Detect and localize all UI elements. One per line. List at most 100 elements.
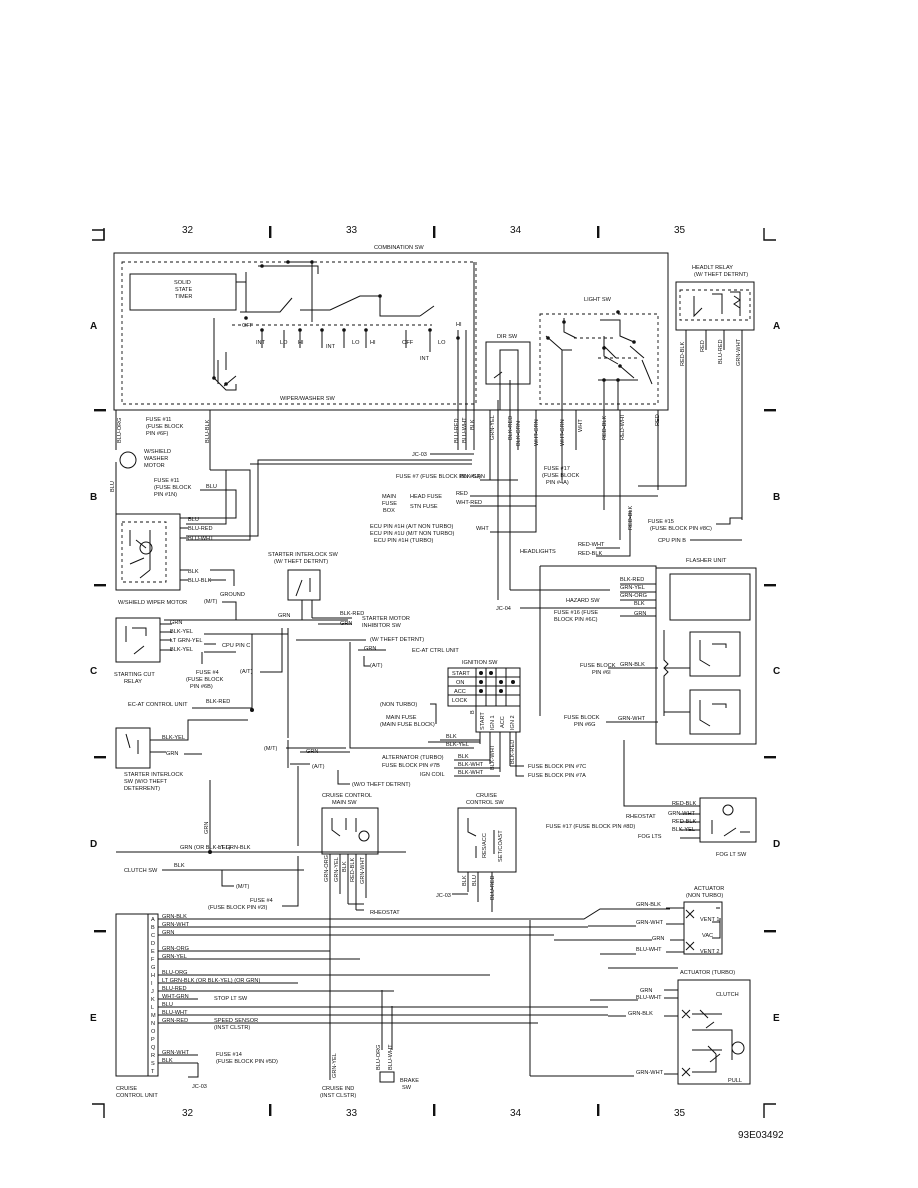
svg-text:BLU-WHT: BLU-WHT (636, 995, 662, 1001)
svg-text:BLU-ORG: BLU-ORG (376, 1045, 382, 1071)
svg-text:L: L (151, 1005, 154, 1011)
svg-text:BLK-RED: BLK-RED (206, 699, 230, 705)
svg-text:BLU: BLU (162, 1002, 173, 1008)
svg-text:(FUSE BLOCK: (FUSE BLOCK (186, 677, 224, 683)
svg-text:FOG LT SW: FOG LT SW (716, 852, 747, 858)
svg-text:BLK: BLK (174, 863, 185, 869)
col-label-top: 32 (182, 225, 194, 236)
svg-text:FUSE #11: FUSE #11 (154, 478, 179, 484)
svg-text:GRN-BLK: GRN-BLK (620, 662, 645, 668)
svg-text:GRN (OR BLK-YEL): GRN (OR BLK-YEL) (180, 845, 231, 851)
svg-text:S: S (151, 1061, 155, 1067)
cruise-control-unit: CRUISE CONTROL UNIT A B C D E F G H I J … (115, 908, 670, 1099)
svg-text:RED-WHT: RED-WHT (578, 542, 605, 548)
svg-text:BLK: BLK (162, 1058, 173, 1064)
svg-text:CONTROL UNIT: CONTROL UNIT (116, 1093, 158, 1099)
svg-text:ECU PIN #1U (M/T NON TURBO): ECU PIN #1U (M/T NON TURBO) (370, 531, 454, 537)
svg-text:BLU-WHT: BLU-WHT (188, 536, 214, 542)
svg-text:H: H (151, 973, 155, 979)
svg-text:BLU-BLK: BLU-BLK (205, 419, 211, 443)
svg-text:MOTOR: MOTOR (144, 463, 165, 469)
svg-text:BLU-ORG: BLU-ORG (117, 418, 123, 444)
col-label-bottom: 32 (182, 1108, 194, 1119)
svg-text:(FUSE BLOCK: (FUSE BLOCK (146, 424, 184, 430)
svg-text:I: I (151, 981, 153, 987)
svg-text:BLU-WHT: BLU-WHT (636, 947, 662, 953)
svg-text:WHT: WHT (578, 419, 584, 432)
solid-state-timer (129, 273, 237, 311)
svg-text:OFF: OFF (242, 323, 254, 329)
svg-text:LT GRN-BLK: LT GRN-BLK (218, 845, 251, 851)
svg-text:GRN-WHT: GRN-WHT (360, 856, 366, 884)
svg-text:JC-04: JC-04 (496, 606, 511, 612)
svg-text:FUSE BLOCK PIN #7A: FUSE BLOCK PIN #7A (528, 773, 586, 779)
row-tick (764, 584, 776, 587)
row-label-left: A (90, 321, 97, 332)
svg-text:GRN-WHT: GRN-WHT (736, 338, 742, 366)
svg-text:CRUISE CONTROL: CRUISE CONTROL (322, 793, 372, 799)
svg-text:GRN-ORG: GRN-ORG (620, 593, 647, 599)
row-tick (94, 409, 106, 412)
svg-text:RED: RED (456, 491, 468, 497)
svg-text:BLU-RED: BLU-RED (718, 339, 724, 364)
svg-text:GRN: GRN (162, 930, 174, 936)
svg-text:(W/ THEFT DETRNT): (W/ THEFT DETRNT) (370, 637, 424, 643)
svg-text:WHT-GRN: WHT-GRN (534, 419, 540, 446)
svg-text:BLK: BLK (458, 754, 469, 760)
svg-text:START: START (480, 712, 486, 730)
col-label-top: 34 (510, 225, 522, 236)
row-label-right: C (773, 666, 780, 677)
svg-text:GRN-ORG: GRN-ORG (324, 855, 330, 882)
light-sw-region (539, 313, 659, 405)
svg-text:CRUISE: CRUISE (116, 1086, 137, 1092)
svg-text:BLK: BLK (470, 419, 476, 430)
svg-text:SPEED SENSOR: SPEED SENSOR (214, 1018, 258, 1024)
svg-text:VAC: VAC (702, 933, 713, 939)
light-sw-label: LIGHT SW (584, 297, 612, 303)
svg-text:RED-BLK: RED-BLK (578, 551, 603, 557)
svg-text:(A/T): (A/T) (370, 663, 383, 669)
svg-text:LT GRN-YEL: LT GRN-YEL (170, 638, 202, 644)
svg-text:CPU PIN B: CPU PIN B (658, 538, 686, 544)
svg-text:(FUSE BLOCK PIN #2I): (FUSE BLOCK PIN #2I) (208, 905, 268, 911)
svg-text:FUSE #11: FUSE #11 (146, 417, 171, 423)
svg-text:RES/ACC: RES/ACC (482, 833, 488, 858)
svg-text:ACC: ACC (454, 689, 466, 695)
svg-text:MAIN: MAIN (382, 494, 396, 500)
svg-text:RHEOSTAT: RHEOSTAT (370, 910, 400, 916)
col-label-bottom: 34 (510, 1108, 522, 1119)
svg-text:INT: INT (420, 356, 430, 362)
svg-text:R: R (151, 1053, 155, 1059)
timer-label-3: TIMER (175, 294, 192, 300)
svg-text:GRN-WHT: GRN-WHT (636, 920, 664, 926)
svg-text:FUSE BLOCK: FUSE BLOCK (564, 715, 600, 721)
left-b-zone: FUSE #11 (FUSE BLOCK PIN #6F) W/SHIELD W… (110, 417, 474, 606)
svg-text:SW: SW (402, 1085, 412, 1091)
row-label-left: C (90, 666, 97, 677)
svg-text:STOP LT SW: STOP LT SW (214, 996, 248, 1002)
svg-text:(MAIN FUSE BLOCK): (MAIN FUSE BLOCK) (380, 722, 435, 728)
row-tick (764, 930, 776, 933)
svg-text:HEAD FUSE: HEAD FUSE (410, 494, 442, 500)
svg-text:BLK-YEL: BLK-YEL (446, 742, 469, 748)
combination-sw-outline (113, 252, 669, 411)
svg-text:IGNITION SW: IGNITION SW (462, 660, 498, 666)
svg-text:M: M (151, 1013, 156, 1019)
corner-mark-br (763, 1103, 776, 1118)
svg-text:STARTER INTERLOCK: STARTER INTERLOCK (124, 772, 183, 778)
col-tick (597, 226, 600, 238)
svg-text:RED: RED (700, 340, 706, 352)
svg-text:O: O (151, 1029, 156, 1035)
svg-text:RED-BLK: RED-BLK (628, 505, 634, 530)
svg-text:FUSE #15: FUSE #15 (648, 519, 674, 525)
svg-text:FUSE #4: FUSE #4 (250, 898, 273, 904)
svg-text:FUSE BLOCK: FUSE BLOCK (580, 663, 616, 669)
combination-sw-title: COMBINATION SW (374, 245, 424, 251)
svg-text:BLK: BLK (446, 734, 457, 740)
svg-text:JC-03: JC-03 (192, 1084, 207, 1090)
svg-text:RELAY: RELAY (124, 679, 142, 685)
svg-text:BLOCK PIN #6C): BLOCK PIN #6C) (554, 617, 598, 623)
svg-text:HI: HI (370, 340, 376, 346)
svg-text:EC-AT CTRL UNIT: EC-AT CTRL UNIT (412, 648, 459, 654)
svg-text:HEADLIGHTS: HEADLIGHTS (520, 549, 556, 555)
